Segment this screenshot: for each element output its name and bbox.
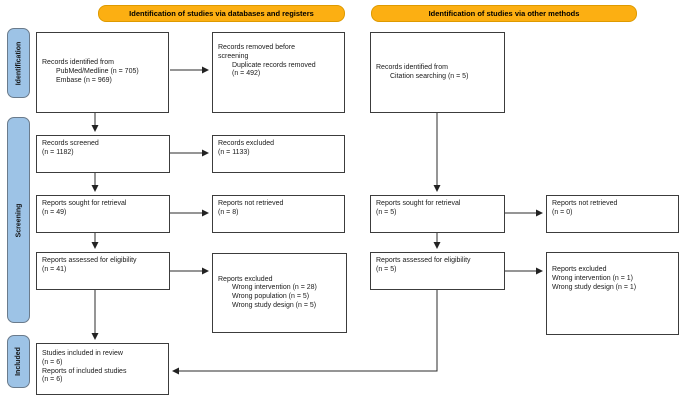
box-line: screening bbox=[218, 52, 249, 60]
header-databases-registers: Identification of studies via databases … bbox=[98, 5, 345, 22]
box-line: (n = 492) bbox=[232, 70, 261, 78]
box-line: (n = 5) bbox=[376, 265, 397, 273]
box-line: PubMed/Medline (n = 705) bbox=[56, 68, 139, 76]
box-line: Reports excluded bbox=[552, 266, 607, 273]
stage-included: Included bbox=[7, 335, 30, 388]
box-line: Reports not retrieved bbox=[552, 200, 618, 207]
box-line: Reports excluded bbox=[218, 275, 273, 283]
box-line: Reports assessed for eligibility bbox=[42, 257, 137, 264]
box-line: (n = 8) bbox=[218, 208, 239, 216]
box-reports-excluded-other: Reports excluded Wrong intervention (n =… bbox=[546, 252, 679, 335]
box-line: (n = 6) bbox=[42, 376, 63, 384]
box-line: (n = 1182) bbox=[42, 148, 74, 156]
box-records-identified-databases: Records identified from PubMed/Medline (… bbox=[36, 32, 169, 113]
box-line: Reports sought for retrieval bbox=[376, 200, 461, 207]
box-line: Studies included in review bbox=[42, 350, 123, 357]
box-reports-not-retrieved-other: Reports not retrieved (n = 0) bbox=[546, 195, 679, 233]
box-line: (n = 0) bbox=[552, 208, 573, 216]
box-line: (n = 1133) bbox=[218, 148, 250, 156]
box-line: Wrong study design (n = 5) bbox=[232, 301, 317, 309]
box-line: Embase (n = 969) bbox=[56, 76, 112, 84]
box-reports-sought-databases: Reports sought for retrieval (n = 49) bbox=[36, 195, 170, 233]
box-line: Records screened bbox=[42, 140, 99, 147]
stage-screening-label: Screening bbox=[15, 203, 23, 237]
box-line: (n = 41) bbox=[42, 265, 67, 273]
box-line: Reports of included studies bbox=[42, 367, 127, 375]
stage-identification: Identification bbox=[7, 28, 30, 98]
box-line: Reports assessed for eligibility bbox=[376, 257, 471, 264]
box-line: Records identified from bbox=[42, 59, 114, 67]
box-line: Wrong intervention (n = 1) bbox=[552, 274, 633, 282]
box-line: (n = 5) bbox=[376, 208, 397, 216]
box-studies-included: Studies included in review (n = 6) Repor… bbox=[36, 343, 169, 395]
box-line: Records excluded bbox=[218, 140, 275, 147]
header-other-methods: Identification of studies via other meth… bbox=[371, 5, 637, 22]
box-records-identified-other: Records identified from Citation searchi… bbox=[370, 32, 505, 113]
box-line: Records removed before bbox=[218, 44, 296, 51]
box-line: Wrong population (n = 5) bbox=[232, 293, 310, 300]
stage-included-label: Included bbox=[15, 347, 22, 376]
box-line: Duplicate records removed bbox=[232, 61, 316, 69]
box-reports-assessed-other: Reports assessed for eligibility (n = 5) bbox=[370, 252, 505, 290]
box-line: Reports sought for retrieval bbox=[42, 200, 127, 207]
box-records-screened: Records screened (n = 1182) bbox=[36, 135, 170, 173]
box-line: Reports not retrieved bbox=[218, 200, 284, 207]
box-line: Citation searching (n = 5) bbox=[390, 72, 469, 80]
box-line: Records identified from bbox=[376, 63, 448, 71]
box-reports-excluded-databases: Reports excluded Wrong intervention (n =… bbox=[212, 253, 347, 333]
box-line: Wrong intervention (n = 28) bbox=[232, 284, 317, 292]
box-reports-not-retrieved-databases: Reports not retrieved (n = 8) bbox=[212, 195, 345, 233]
box-reports-sought-other: Reports sought for retrieval (n = 5) bbox=[370, 195, 505, 233]
box-records-excluded: Records excluded (n = 1133) bbox=[212, 135, 345, 173]
box-line: (n = 49) bbox=[42, 208, 67, 216]
box-reports-assessed-databases: Reports assessed for eligibility (n = 41… bbox=[36, 252, 170, 290]
stage-identification-label: Identification bbox=[15, 41, 22, 85]
box-line: Wrong study design (n = 1) bbox=[552, 283, 637, 291]
stage-screening: Screening bbox=[7, 117, 30, 323]
box-records-removed: Records removed before screening Duplica… bbox=[212, 32, 345, 113]
box-line: (n = 6) bbox=[42, 358, 63, 366]
